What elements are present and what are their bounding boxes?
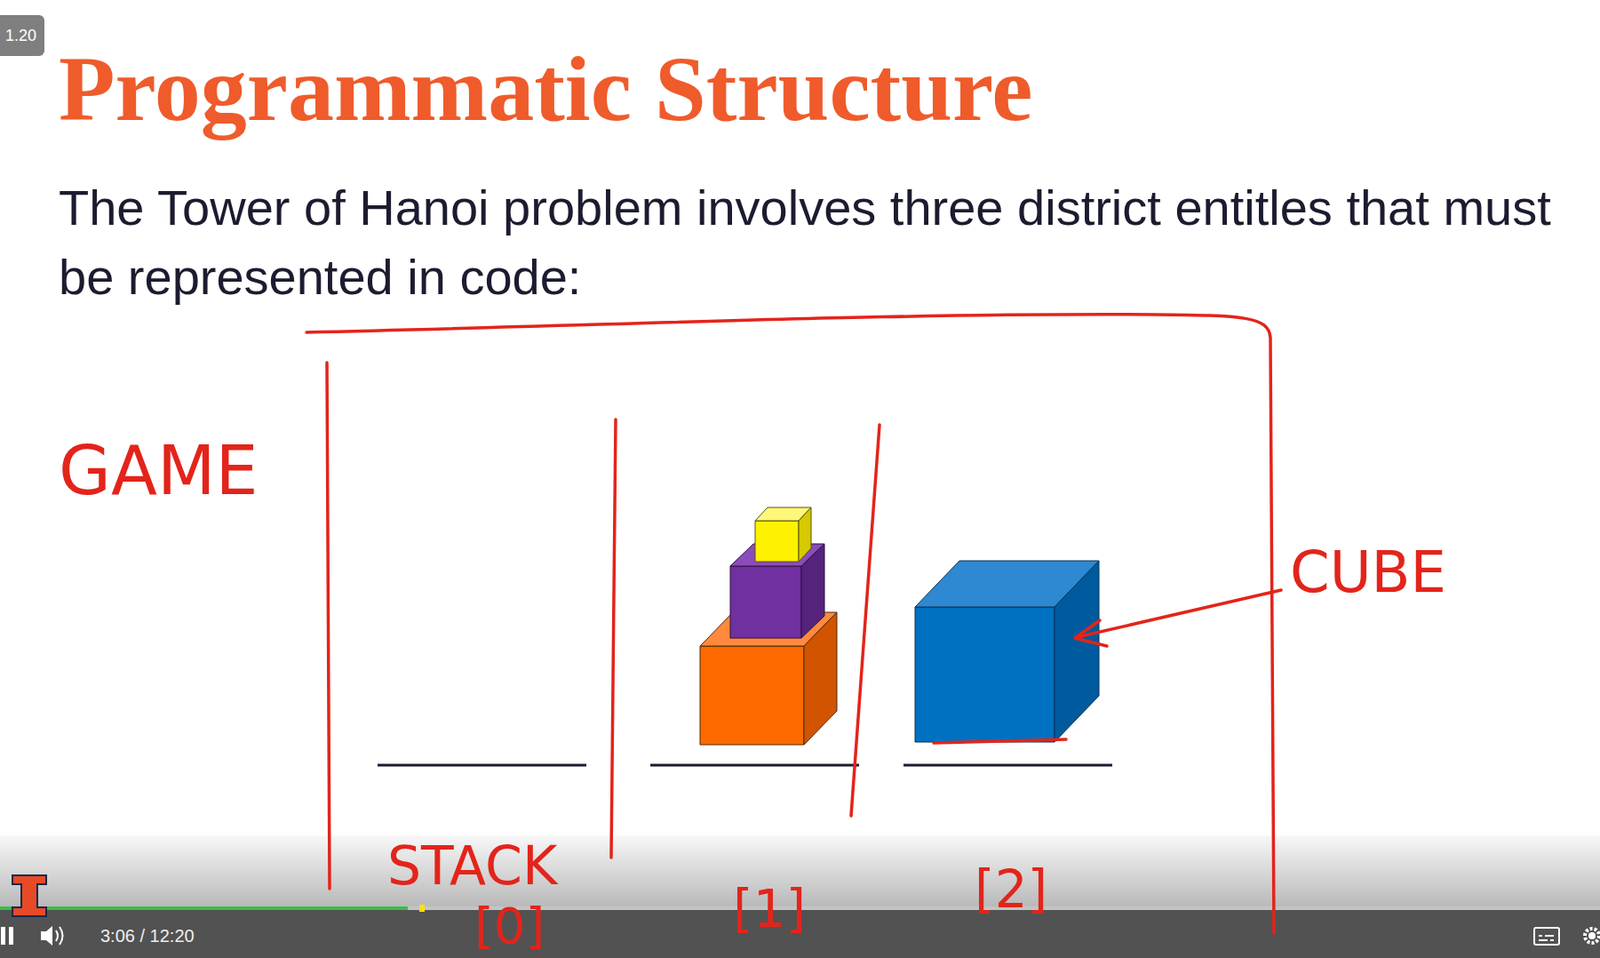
cube-face (915, 606, 1055, 742)
pause-bar (0, 926, 6, 945)
stack-index: [1] (732, 883, 806, 935)
underline-mark (933, 739, 1067, 743)
cube-face (801, 543, 825, 638)
slide-title: Programmatic Structure (58, 42, 1033, 136)
cube-face (730, 565, 802, 638)
annotation-label: CUBE (1289, 543, 1447, 601)
cube-face (755, 520, 799, 562)
sound-wave (55, 930, 58, 941)
region-heading: GAME (58, 437, 258, 505)
sound-wave (59, 926, 64, 945)
hand-drawn-outline (35, 302, 1298, 956)
pause-bar (8, 926, 14, 945)
cube-face (700, 645, 804, 745)
stack-index: [0] (474, 900, 545, 951)
pause-icon (0, 926, 14, 945)
cube-face (798, 507, 812, 562)
cube-face (1054, 560, 1099, 742)
stack-label: STACK (387, 838, 558, 892)
blue-cube (915, 560, 1099, 742)
slide-body-text: The Tower of Hanoi problem involves thre… (58, 173, 1592, 312)
stack-region: STACK [0] (332, 337, 610, 956)
yellow-cube (755, 507, 812, 562)
playback-speed: 1.20 (5, 26, 37, 45)
stack-index: [2] (974, 863, 1048, 916)
volume-icon (40, 925, 64, 946)
captions-dot (1538, 934, 1543, 937)
settings-icon (1584, 928, 1600, 943)
university-logo (12, 875, 47, 916)
stack-region: [2] (883, 337, 1267, 956)
captions-dot (1550, 939, 1554, 941)
captions-dot (1544, 934, 1554, 937)
stack-base (650, 764, 860, 767)
stack-bases (377, 764, 1113, 767)
leader-arrow (1076, 589, 1282, 637)
captions-frame (1534, 927, 1560, 945)
outline-stroke (851, 424, 880, 816)
video-time: 3:06 / 12:20 (100, 925, 195, 946)
progress-played (0, 906, 408, 910)
speaker-shape (40, 925, 53, 946)
progress-marker (419, 904, 425, 912)
captions-dot (1538, 939, 1548, 941)
captions-icon (1534, 927, 1560, 945)
outline-stroke (611, 419, 616, 858)
game-region: GAME STACK [0] [1] [2] (35, 302, 1298, 956)
annotation-marks (933, 589, 1282, 743)
stack-region: [1] (616, 337, 850, 956)
gear-hub (1588, 931, 1596, 940)
cube-face (803, 612, 837, 745)
outline-stroke (306, 314, 1274, 933)
gear-teeth (1584, 928, 1600, 943)
stack-base (903, 764, 1113, 767)
stack-base (377, 764, 587, 767)
outline-stroke (326, 362, 330, 889)
arrow-head (1074, 620, 1107, 646)
speed-badge (0, 15, 45, 56)
